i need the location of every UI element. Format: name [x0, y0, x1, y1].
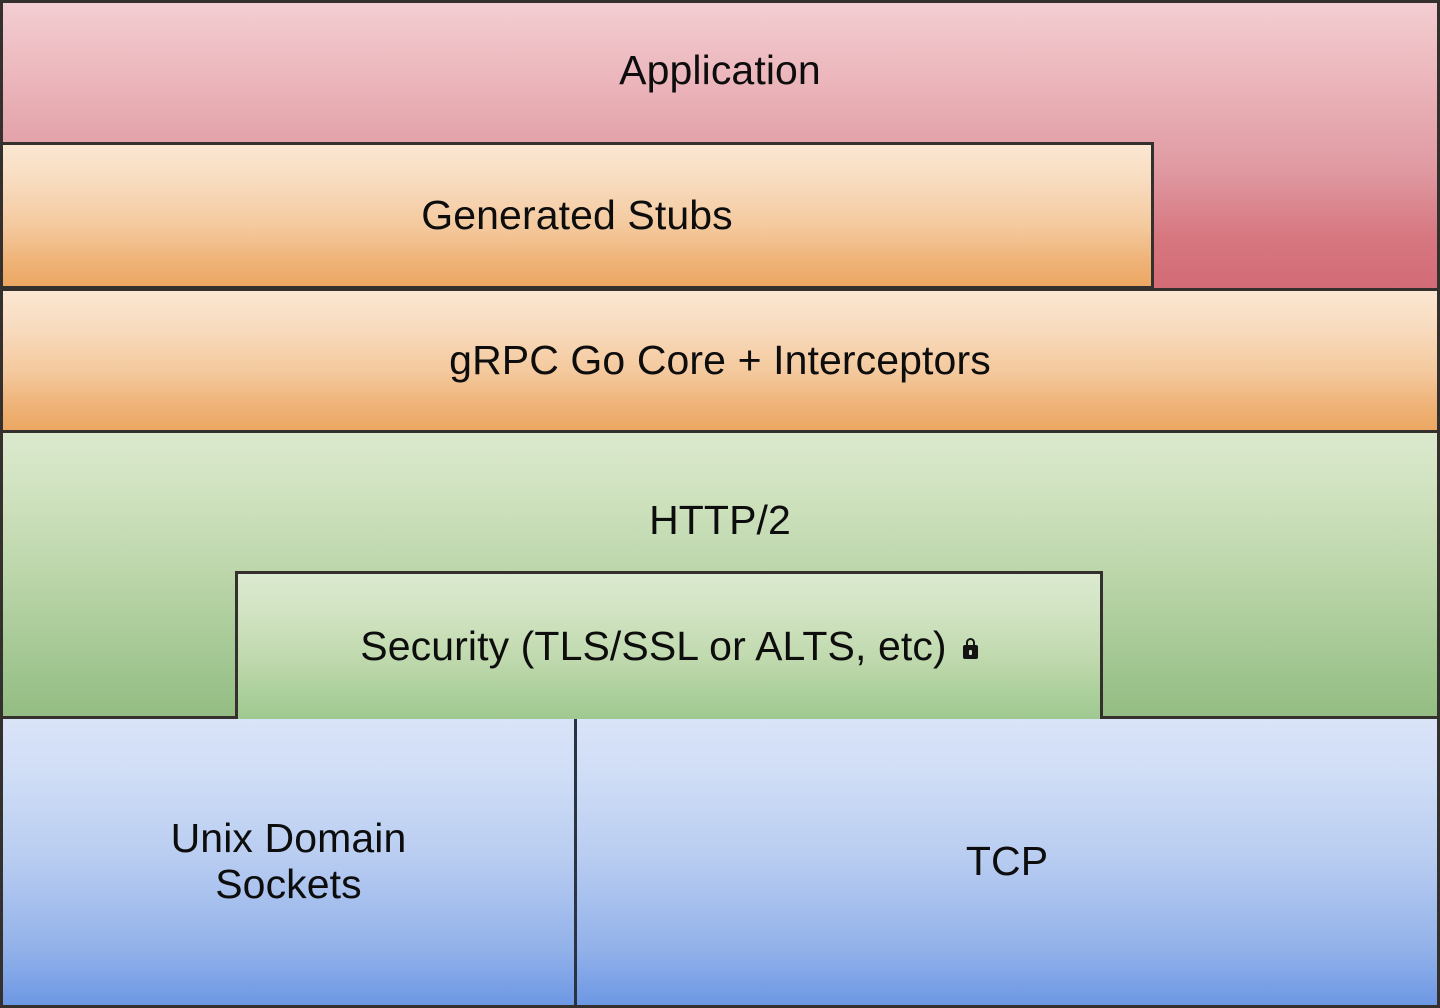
layer-http2-label: HTTP/2 [649, 497, 791, 543]
layer-security: Security (TLS/SSL or ALTS, etc) [235, 571, 1103, 719]
layer-unix-domain-sockets: Unix Domain Sockets [3, 719, 574, 1005]
lock-icon [962, 638, 978, 659]
layer-unix-domain-sockets-label: Unix Domain Sockets [170, 815, 407, 907]
layer-security-label-group: Security (TLS/SSL or ALTS, etc) [360, 622, 978, 670]
layer-generated-stubs-label: Generated Stubs [421, 191, 733, 238]
layer-tcp: TCP [574, 719, 1437, 1005]
layer-transport-row: Unix Domain Sockets TCP [0, 716, 1440, 1008]
layer-generated-stubs: Generated Stubs [0, 142, 1154, 289]
layer-application-label: Application [619, 47, 821, 93]
layer-security-label: Security (TLS/SSL or ALTS, etc) [360, 622, 947, 669]
layer-grpc-core-label: gRPC Go Core + Interceptors [449, 336, 991, 383]
layer-tcp-label: TCP [965, 838, 1049, 885]
layer-grpc-core: gRPC Go Core + Interceptors [0, 288, 1440, 433]
